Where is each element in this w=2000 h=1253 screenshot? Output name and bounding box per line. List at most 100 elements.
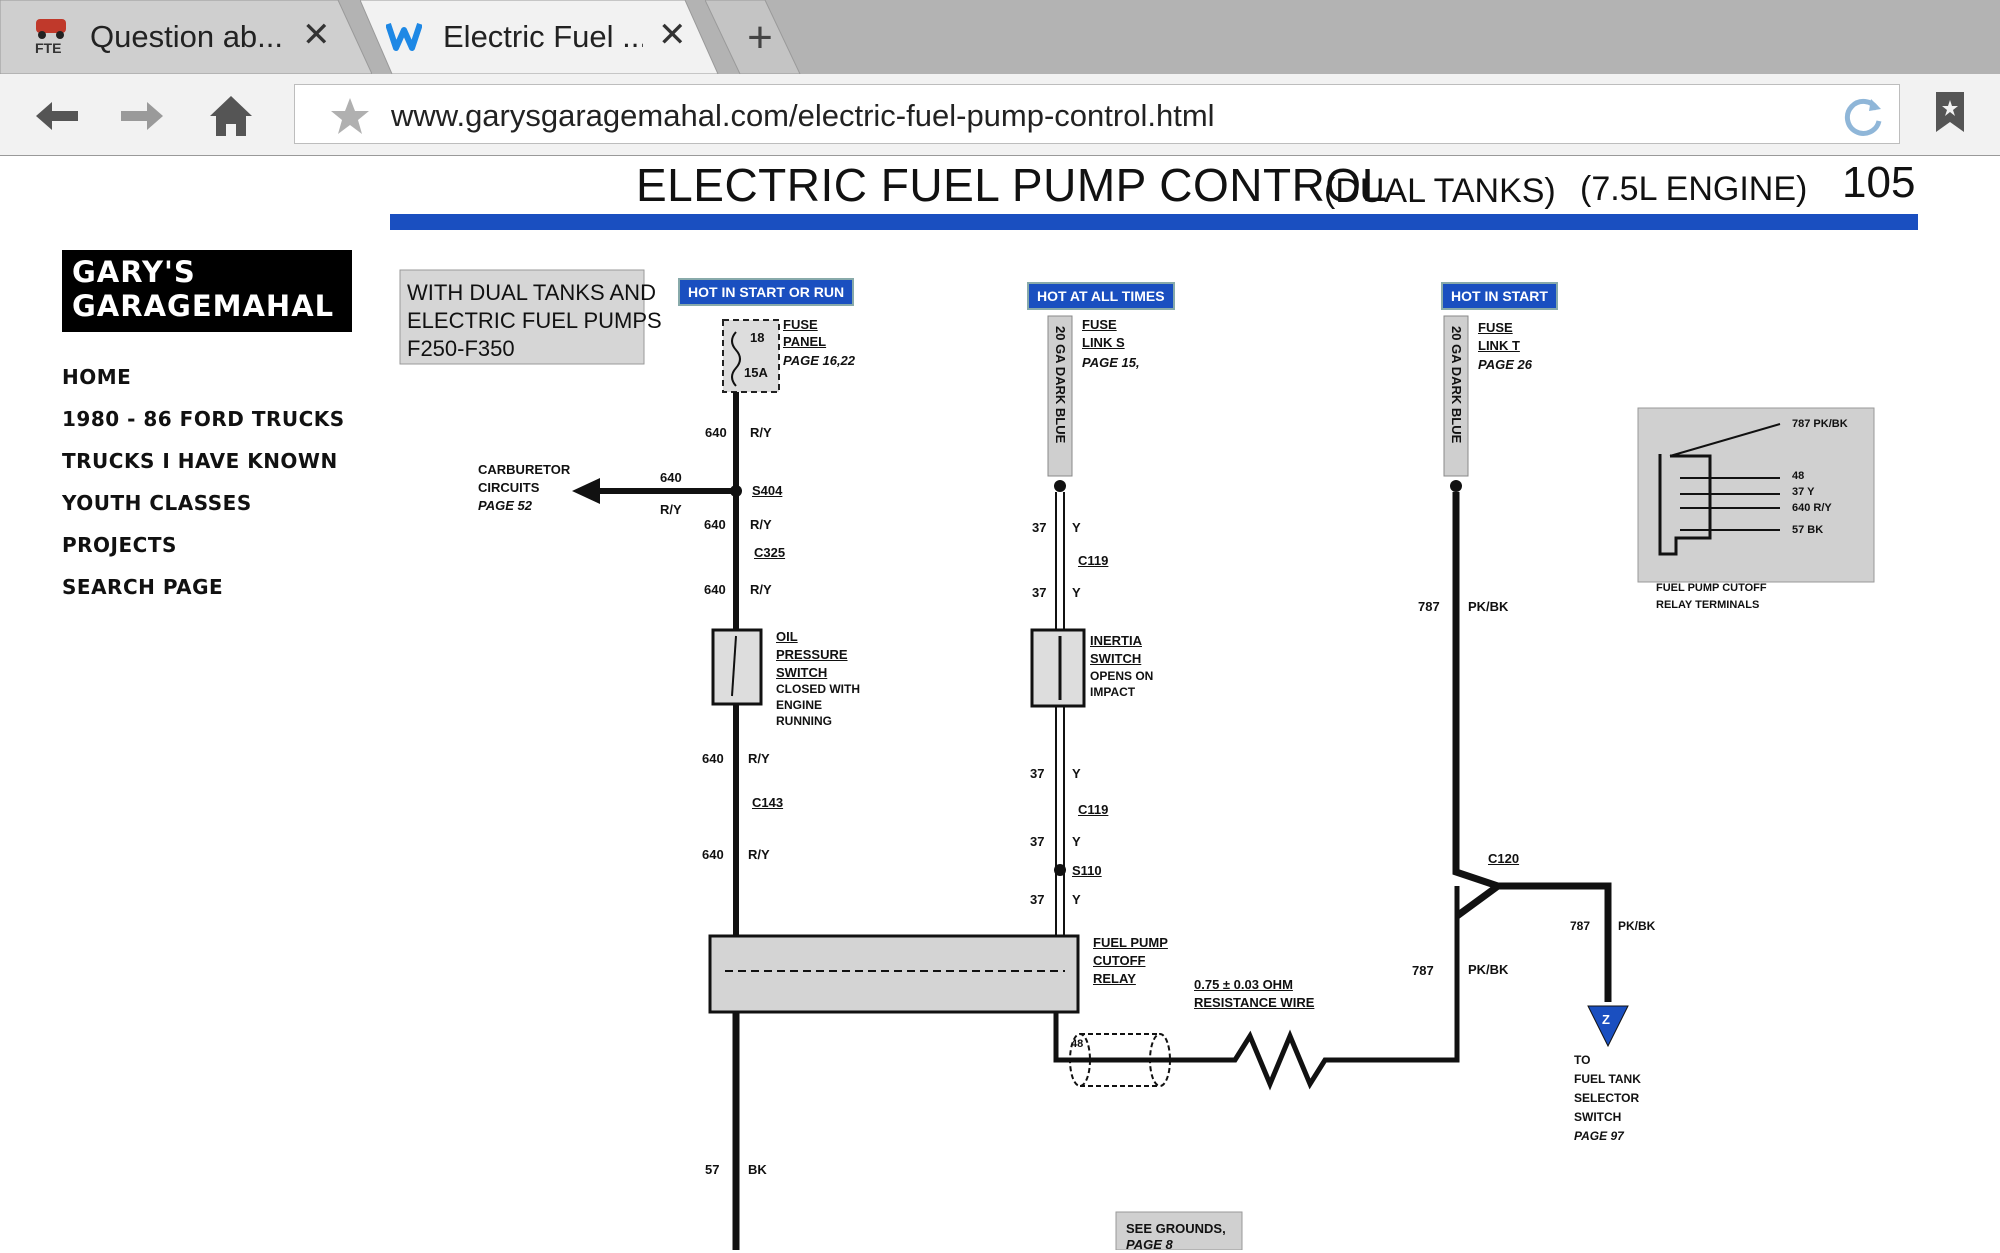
weebly-w-icon	[386, 23, 422, 51]
inertia-label: INERTIA	[1090, 633, 1142, 648]
nav-ford-trucks[interactable]: 1980 - 86 FORD TRUCKS	[62, 407, 345, 431]
wire-gauge-label: 20 GA DARK BLUE	[1053, 326, 1068, 444]
back-arrow-icon	[36, 102, 78, 130]
web-page: GARY'S GARAGEMAHAL HOME 1980 - 86 FORD T…	[0, 156, 2000, 1252]
hot-in-start-label: HOT IN START	[1441, 282, 1558, 310]
address-bar[interactable]: www.garysgaragemahal.com/electric-fuel-p…	[294, 84, 1900, 144]
oil-switch-label: PRESSURE	[776, 647, 848, 662]
tab-title: Question ab...	[90, 19, 284, 54]
back-button[interactable]	[29, 88, 85, 144]
wire-color: BK	[748, 1162, 767, 1177]
wire-color: PK/BK	[1618, 919, 1656, 933]
fuse-panel-label: PAGE 16,22	[783, 353, 856, 368]
nav-youth-classes[interactable]: YOUTH CLASSES	[62, 491, 252, 515]
nav-trucks-known[interactable]: TRUCKS I HAVE KNOWN	[62, 449, 338, 473]
fuse-panel-label: PANEL	[783, 334, 827, 349]
selector-label: FUEL TANK	[1574, 1072, 1641, 1086]
wire-color: PK/BK	[1468, 962, 1509, 977]
terminals-caption: RELAY TERMINALS	[1656, 599, 1760, 611]
inertia-label: IMPACT	[1090, 685, 1136, 699]
site-nav: HOME 1980 - 86 FORD TRUCKS TRUCKS I HAVE…	[62, 356, 345, 608]
carb-label: PAGE 52	[478, 498, 532, 513]
wire-number: 48	[1071, 1038, 1084, 1050]
connector-z-icon	[1587, 1005, 1629, 1048]
fuse-link-t-label: FUSE	[1478, 320, 1513, 335]
wire-number: 640	[705, 425, 727, 440]
tab-electric-fuel[interactable]: Electric Fuel ... ✕	[360, 0, 719, 74]
wire-color: Y	[1072, 585, 1081, 600]
terminal-label: 48	[1792, 470, 1805, 482]
carb-arrow-icon	[572, 478, 600, 504]
relay-label: FUEL PUMP	[1093, 935, 1168, 950]
wire-number: 640	[704, 517, 726, 532]
wire-number: 37	[1030, 892, 1045, 907]
hot-all-times-label: HOT AT ALL TIMES	[1027, 282, 1175, 310]
connector-label: C119	[1078, 553, 1109, 568]
site-logo[interactable]: GARY'S GARAGEMAHAL	[62, 250, 352, 332]
fuse-link-s-label: FUSE	[1082, 317, 1117, 332]
fuse-link-s-label: LINK S	[1082, 335, 1125, 350]
nav-home[interactable]: HOME	[62, 365, 132, 389]
terminal-label: 787 PK/BK	[1792, 418, 1848, 430]
wire-color: Y	[1072, 834, 1081, 849]
wiring-diagram: ELECTRIC FUEL PUMP CONTROL (DUAL TANKS) …	[380, 156, 2000, 1252]
fuse-link-s-label: PAGE 15,	[1082, 355, 1140, 370]
wire-787	[1452, 492, 1506, 919]
diagram-drawing	[390, 214, 1918, 1250]
nav-projects[interactable]: PROJECTS	[62, 533, 177, 557]
selector-label: SELECTOR	[1574, 1091, 1640, 1105]
forward-arrow-icon	[121, 102, 163, 130]
logo-line: GARAGEMAHAL	[72, 289, 335, 323]
grounds-box	[1115, 1211, 1243, 1250]
wire-number: 787	[1570, 919, 1591, 933]
home-button[interactable]	[203, 88, 259, 144]
splice-s404	[730, 485, 742, 497]
carb-label: CARBURETOR	[478, 462, 571, 477]
relay-label: RELAY	[1093, 971, 1136, 986]
carb-label: CIRCUITS	[478, 480, 540, 495]
fuse-link-t-label: PAGE 26	[1478, 357, 1532, 372]
new-tab-shape	[705, 0, 801, 74]
hot-start-run-label: HOT IN START OR RUN	[678, 278, 855, 306]
wire-number: 787	[1418, 599, 1440, 614]
wire-color: R/Y	[660, 502, 682, 517]
reload-icon[interactable]	[1841, 95, 1885, 139]
bookmarks-icon[interactable]	[1934, 90, 1966, 134]
note-text: F250-F350	[407, 336, 515, 361]
wire-number: 640	[702, 751, 724, 766]
tab-shape	[360, 0, 719, 74]
oil-switch-label: SWITCH	[776, 665, 828, 680]
url-text[interactable]: www.garysgaragemahal.com/electric-fuel-p…	[391, 98, 1215, 133]
inertia-label: OPENS ON	[1090, 669, 1154, 683]
wire-number: 57	[705, 1162, 720, 1177]
wire-number: 640	[704, 582, 726, 597]
wire-color: R/Y	[748, 847, 770, 862]
diagram-subtitle: (7.5L ENGINE)	[1580, 170, 1808, 208]
star-icon[interactable]	[329, 96, 371, 136]
oil-switch-label: CLOSED WITH	[776, 682, 860, 696]
fuse-link-s	[1047, 315, 1073, 477]
title-rule	[390, 214, 1918, 230]
connector-z-label: Z	[1602, 1012, 1610, 1027]
wire-number: 37	[1030, 766, 1045, 781]
connector-label: C120	[1488, 851, 1520, 866]
nav-search-page[interactable]: SEARCH PAGE	[62, 575, 224, 599]
oil-pressure-switch	[711, 628, 763, 706]
tab-question[interactable]: FTE Question ab... ✕	[0, 0, 372, 74]
close-tab-icon[interactable]: ✕	[658, 16, 687, 54]
grounds-label: PAGE 8	[1126, 1237, 1173, 1252]
forward-button[interactable]	[114, 88, 170, 144]
logo-line: GARY'S	[72, 255, 196, 289]
oil-switch-label: OIL	[776, 629, 798, 644]
wire-color: PK/BK	[1468, 599, 1509, 614]
relay-box	[708, 934, 1080, 1014]
resistance-label: RESISTANCE WIRE	[1194, 995, 1315, 1010]
connector-label: C119	[1078, 802, 1109, 817]
terminal-label: 57 BK	[1792, 524, 1824, 536]
splice-s110	[1054, 864, 1066, 876]
diagram-subtitle: (DUAL TANKS)	[1324, 172, 1556, 210]
close-tab-icon[interactable]: ✕	[302, 16, 331, 54]
new-tab-button[interactable]: +	[747, 13, 773, 62]
connector-label: C325	[754, 545, 786, 560]
svg-text:FTE: FTE	[35, 40, 61, 56]
